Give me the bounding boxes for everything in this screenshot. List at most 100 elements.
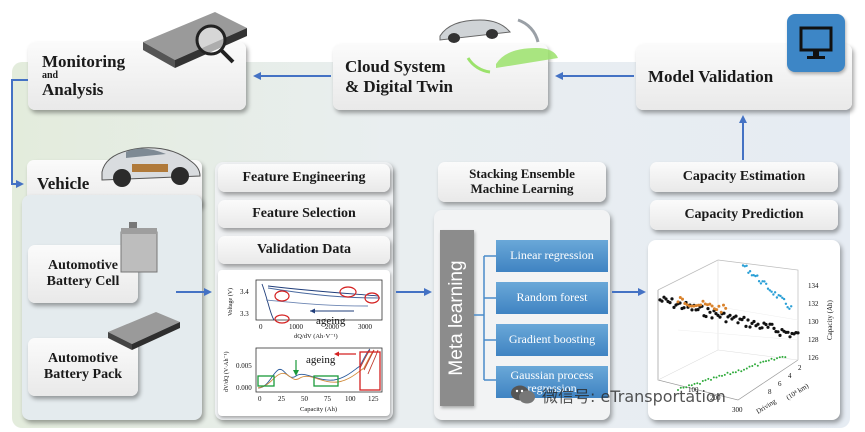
ml-item-gradient-boosting: Gradient boosting [496,324,608,356]
scatter-point [762,360,765,363]
scatter-point [742,315,746,319]
scatter-point [750,321,754,325]
scatter-point [701,299,705,303]
scatter-point [770,357,773,360]
scatter-point [682,306,686,310]
model-validation-label: Model Validation [648,67,774,87]
battery-pack-icon [108,312,180,350]
ml-item-label: Gaussian process regression [510,367,594,395]
scatter-point [704,314,708,319]
top-xtick-2: 1000 [289,323,304,331]
scatter-point [726,371,729,374]
scatter-point [724,306,728,310]
bottom-xtick-3: 50 [301,395,309,403]
battery-cell-box: Automotive Battery Cell [28,245,138,303]
scatter-point [775,296,779,299]
scatter-point [729,373,732,376]
meta-learning-bracket [474,255,496,381]
scatter-point [767,359,770,362]
scatter-point [786,330,790,334]
scatter-point [751,365,754,367]
validation-data-box: Validation Data [218,236,390,264]
scatter-point [756,364,759,367]
battery-cell-icon [120,222,158,273]
scatter-point [781,355,784,358]
scatter-point [708,302,712,306]
scatter-point [668,301,672,305]
scatter-point [736,321,740,325]
scatter-point [764,322,768,327]
cloud-label-1: Cloud System [345,57,446,77]
scatter-point [706,303,709,307]
bottom-ylabel: dV/dQ (V·Ah⁻¹) [223,352,230,392]
scatter-point [748,365,751,368]
z-tick-1: 134 [808,282,819,290]
scatter-point [710,316,714,320]
scatter-point [701,380,704,382]
scatter-point [697,303,700,307]
scatter-point [776,330,780,334]
scatter-point [744,324,748,328]
x-tick-2: 200 [710,394,721,402]
scatter-point [679,386,682,389]
bottom-xtick-6: 125 [368,395,379,403]
scatter-point [715,308,719,312]
scatter-point [694,304,698,308]
scatter-point [740,370,743,373]
scatter-point [683,302,687,305]
y-tick-2: 4 [788,372,792,380]
bottom-xtick-4: 75 [324,395,332,403]
capacity-prediction-label: Capacity Prediction [684,206,804,222]
scatter-point [779,294,782,298]
bottom-xtick-5: 100 [345,395,356,403]
y-tick-1: 2 [798,364,802,372]
scatter-point [763,280,766,283]
scatter-point [773,358,776,361]
scatter-point [677,389,679,391]
stacking-ensemble-box: Stacking Ensemble Machine Learning [438,162,606,202]
scatter-point [747,271,750,274]
scatter-point [704,379,707,382]
scatter-point [696,382,699,385]
battery-pack-box: Automotive Battery Pack [28,338,138,396]
capacity-estimation-label: Capacity Estimation [682,168,806,184]
scatter-point [743,265,746,268]
scatter-point [722,303,725,307]
scatter-point [777,294,780,297]
capacity-3d-plot: 134 132 130 128 126 Capacity (Ah) 2 4 6 … [657,259,834,416]
scatter-point [778,333,782,337]
scatter-point [699,382,701,385]
scatter-point [784,302,788,305]
ml-item-linear-regression: Linear regression [496,240,608,272]
y-tick-3: 6 [778,380,782,388]
scatter-point [750,274,754,277]
ml-item-random-forest: Random forest [496,282,608,314]
scatter-point [717,304,721,308]
bottom-annotation: ageing [306,354,336,366]
scatter-point [707,377,710,380]
scatter-point [748,270,752,273]
stacking-label-2: Machine Learning [470,181,574,196]
battery-pack-label-2: Battery Pack [43,367,123,382]
x-tick-1: 100 [688,386,699,394]
scatter-point [740,318,744,322]
scatter-point [696,308,700,312]
scatter-point [776,357,778,360]
scatter-point [745,367,748,370]
top-xtick-4: 3000 [358,323,373,331]
watermark-text: 微信号: eTransportation [542,387,726,406]
scatter-point [754,363,756,366]
z-tick-3: 130 [808,318,819,326]
scatter-point [722,311,726,315]
scatter-point [676,300,680,304]
scatter-point [672,305,676,309]
scatter-point [761,280,764,283]
computer-icon [787,14,845,72]
top-ylabel: Voltage (V) [227,288,234,316]
scatter-point [734,314,738,318]
capacity-estimation-box: Capacity Estimation [650,162,838,192]
scatter-point [784,356,787,359]
scatter-point [756,274,759,277]
scatter-point [690,304,694,308]
scatter-point [756,322,760,326]
